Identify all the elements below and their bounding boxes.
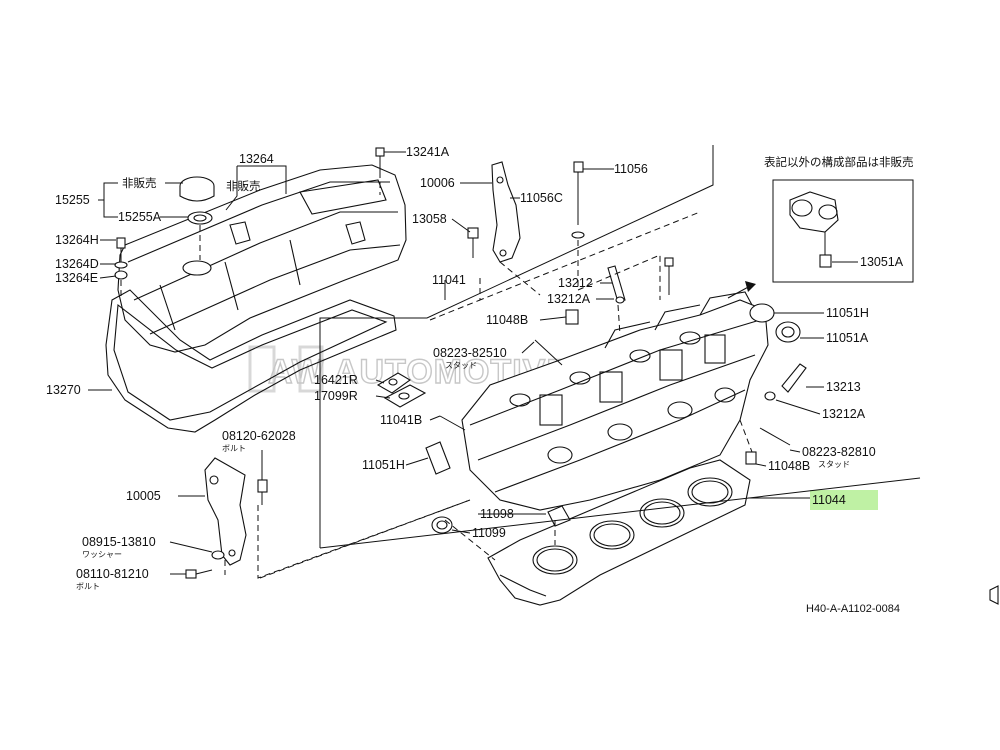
sub-08120-62028: ボルト — [222, 444, 246, 453]
sub-08223-82810: スタッド — [818, 460, 850, 469]
label-17099R: 17099R — [314, 389, 358, 403]
label-11098: 11098 — [480, 507, 514, 521]
label-13213: 13213 — [826, 380, 861, 394]
label-10005: 10005 — [126, 489, 161, 503]
label-11048B-right: 11048B — [768, 459, 810, 473]
label-15255A: 15255A — [118, 210, 162, 224]
label-13212: 13212 — [558, 276, 593, 290]
label-11051H-left: 11051H — [362, 458, 405, 472]
edge-fragment — [989, 585, 999, 605]
label-11051H-right: 11051H — [826, 306, 869, 320]
label-08223-82510: 08223-82510 — [433, 346, 507, 360]
inset-note: 表記以外の構成部品は非販売 — [764, 155, 914, 169]
label-15255: 15255 — [55, 193, 90, 207]
inset-box — [772, 179, 914, 283]
leader-lines — [88, 151, 824, 575]
label-13058: 13058 — [412, 212, 447, 226]
note-15255: 非販売 — [122, 176, 157, 190]
oil-filler-cap — [179, 176, 215, 225]
label-13264H: 13264H — [55, 233, 99, 247]
misc-bolts — [185, 161, 791, 579]
engine-hanger-10005 — [204, 457, 247, 566]
cover-bolts — [114, 147, 385, 280]
frame-lines — [319, 145, 921, 549]
sub-08223-82510: スタッド — [445, 361, 477, 370]
head-gasket — [487, 459, 751, 606]
engine-hanger-10006 — [491, 161, 521, 263]
label-11041B: 11041B — [380, 413, 422, 427]
cylinder-head — [461, 281, 769, 511]
highlight-11044 — [810, 490, 878, 510]
label-11056C: 11056C — [520, 191, 563, 205]
label-10006: 10006 — [420, 176, 455, 190]
label-13212A-top: 13212A — [547, 292, 591, 306]
label-08120-62028: 08120-62028 — [222, 429, 296, 443]
label-11099: 11099 — [472, 526, 506, 540]
label-13264E: 13264E — [55, 271, 98, 285]
label-13264: 13264 — [239, 152, 274, 166]
reference-code: H40-A-A1102-0084 — [806, 603, 900, 615]
label-11048B-top: 11048B — [486, 313, 528, 327]
label-08223-82810: 08223-82810 — [802, 445, 876, 459]
label-13270: 13270 — [46, 383, 81, 397]
valve-cover-gasket — [105, 289, 397, 433]
label-13264D: 13264D — [55, 257, 99, 271]
valve-cover — [117, 164, 407, 353]
label-11044: 11044 — [812, 493, 846, 507]
sub-08110-81210: ボルト — [76, 582, 100, 591]
label-11051A: 11051A — [826, 331, 869, 345]
label-08915-13810: 08915-13810 — [82, 535, 156, 549]
dashed-guides — [120, 172, 753, 579]
sub-08915-13810: ワッシャー — [82, 550, 122, 559]
callout-labels: 15255 非販売 15255A 13264 非販売 13264H 13264D… — [46, 145, 914, 615]
label-16421R: 16421R — [314, 373, 358, 387]
label-13212A-right: 13212A — [822, 407, 866, 421]
label-11056: 11056 — [614, 162, 648, 176]
note-13264: 非販売 — [226, 179, 261, 193]
plugs-right — [749, 303, 807, 401]
label-08110-81210: 08110-81210 — [76, 567, 149, 581]
label-13241A: 13241A — [406, 145, 450, 159]
label-11041: 11041 — [432, 273, 466, 287]
label-13051A: 13051A — [860, 255, 904, 269]
